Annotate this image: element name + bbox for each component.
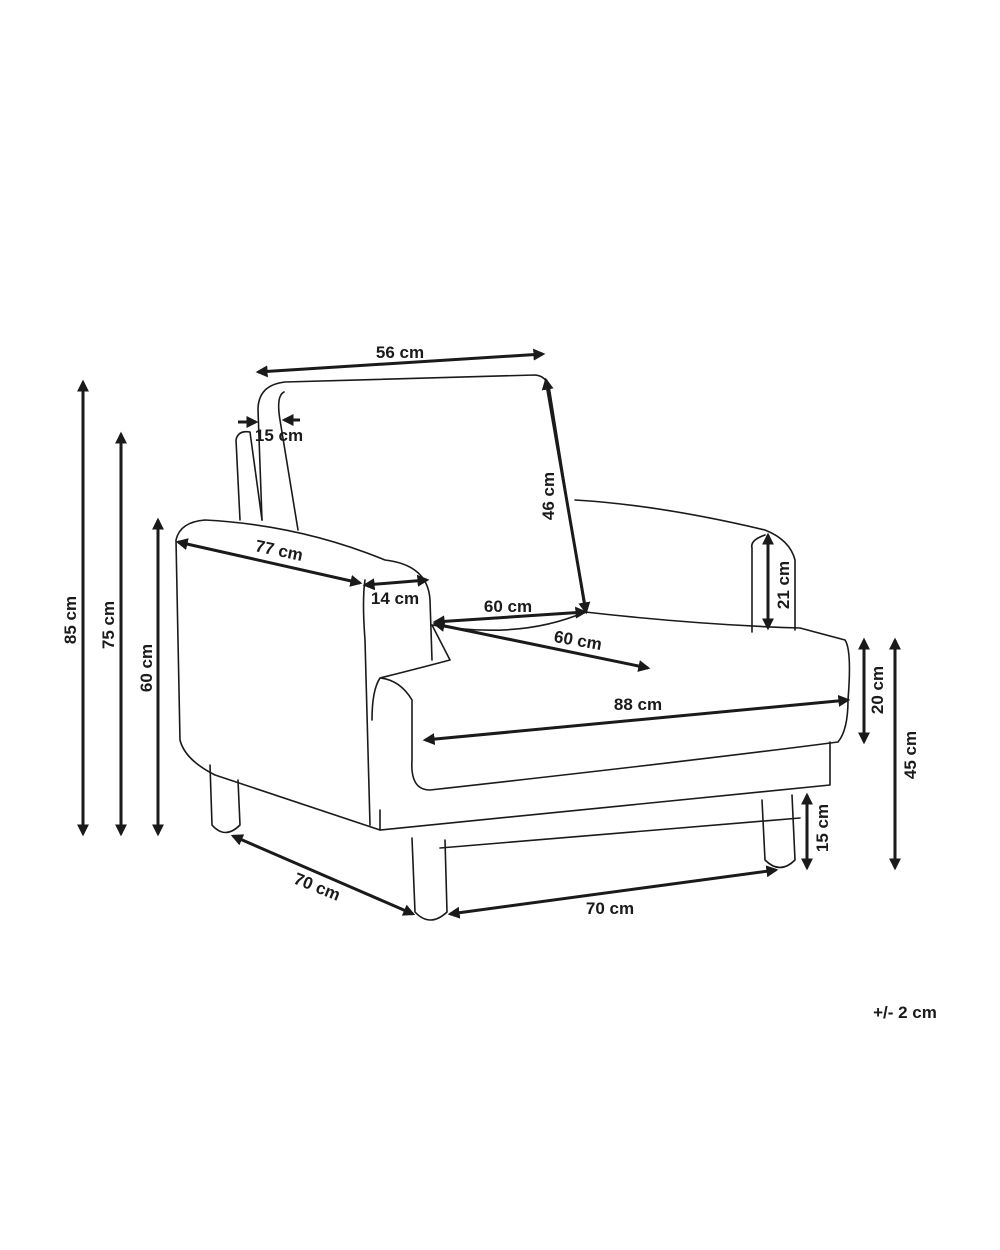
seat-base [379,741,831,849]
armchair-outline [175,374,851,921]
seat-cushion [371,611,851,791]
dimension-labels: 56 cm 15 cm 46 cm 77 cm 14 cm 60 cm 60 c… [61,343,937,1022]
label-seat-height: 45 cm [901,731,920,779]
backrest-side [235,391,299,531]
label-cushion-height: 20 cm [868,666,887,714]
label-base-width: 70 cm [586,899,634,918]
label-backrest-height: 46 cm [539,472,558,520]
label-arm-height: 60 cm [137,644,156,692]
dimension-arrows [77,348,901,919]
label-armrest-height: 21 cm [774,561,793,609]
label-back-height: 75 cm [99,601,118,649]
label-total-height: 85 cm [61,596,80,644]
label-seat-width: 60 cm [484,597,532,616]
tolerance-note: +/- 2 cm [873,1003,937,1022]
label-base-depth: 70 cm [291,869,343,905]
right-armrest [574,499,796,633]
label-leg-height: 15 cm [813,804,832,852]
label-backrest-width: 56 cm [376,343,424,362]
label-backrest-thickness: 15 cm [255,426,303,445]
label-total-width: 88 cm [614,695,662,714]
label-armrest-width: 14 cm [371,589,419,608]
